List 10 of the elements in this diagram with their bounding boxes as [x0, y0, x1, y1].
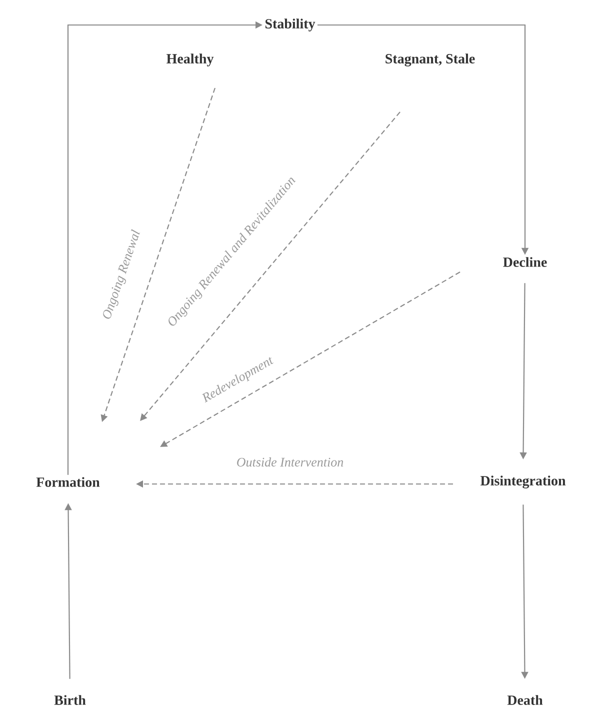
stage-label: Death — [507, 695, 543, 705]
stage-label: Birth — [54, 695, 86, 705]
stage-label: Stagnant, Stale — [386, 54, 475, 66]
stage-label: Disintegration — [480, 476, 566, 488]
stage-label: Healthy — [166, 54, 214, 66]
edge-label: Outside Intervention — [235, 456, 345, 468]
stage-label: Formation — [36, 477, 100, 487]
stage-label: Decline — [503, 257, 547, 267]
dashed-arrow — [140, 112, 400, 421]
stage-label: Stability — [265, 18, 316, 32]
